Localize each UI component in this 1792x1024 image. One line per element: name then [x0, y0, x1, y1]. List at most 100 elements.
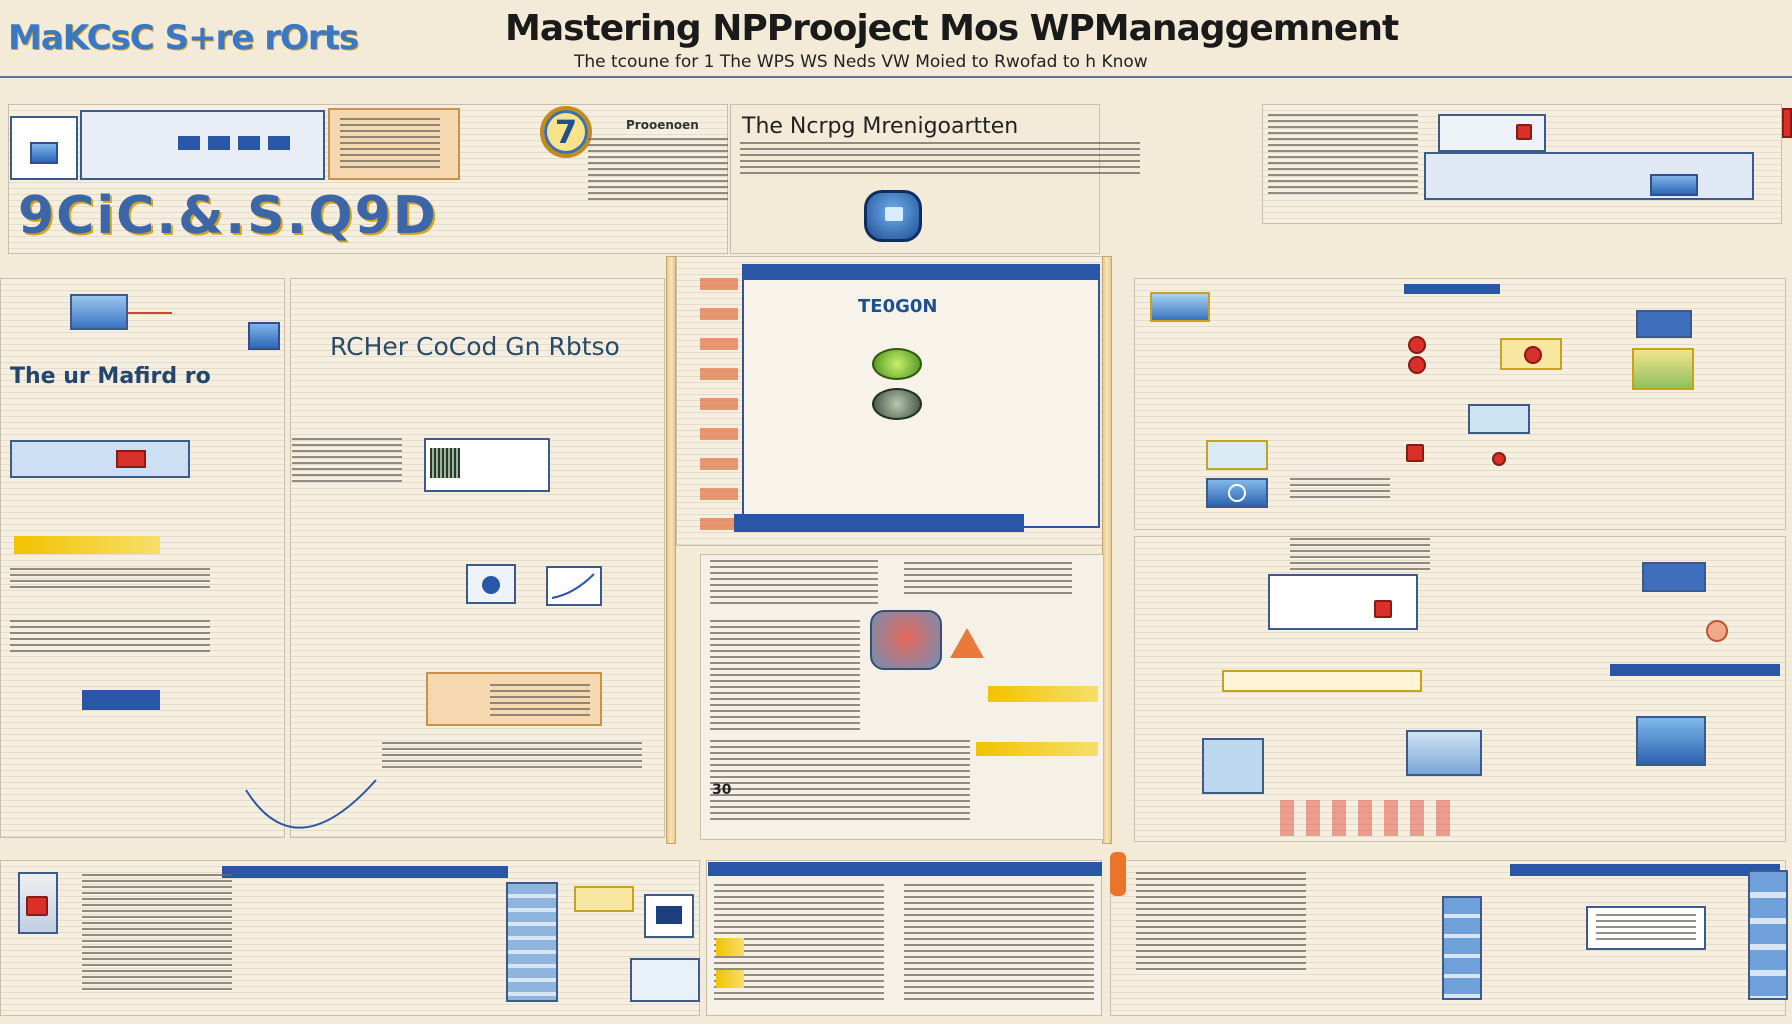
right-blue-card[interactable] — [1642, 562, 1706, 592]
top-small-text-lines — [588, 138, 728, 204]
device-red-screen-icon — [26, 896, 48, 916]
right-flow-node-1[interactable] — [1408, 336, 1426, 354]
right-flow-node-5[interactable] — [1706, 620, 1728, 642]
right-card-1[interactable] — [1268, 574, 1418, 630]
center-text-block-1 — [710, 560, 878, 604]
top-center-text-lines — [740, 142, 1140, 174]
top-right-card[interactable] — [1424, 152, 1754, 200]
alert-dot-icon — [1516, 124, 1532, 140]
toolbar-button-4[interactable] — [268, 136, 290, 150]
green-disc-icon[interactable] — [872, 348, 922, 380]
page-title: Mastering NPProoject Mos WPManaggemnent — [505, 8, 1399, 49]
number-badge-label: 7 — [554, 113, 578, 151]
right-flow-node-3[interactable] — [1406, 444, 1424, 462]
bottom-right-text-block — [1136, 872, 1306, 972]
window-icon — [1650, 174, 1698, 196]
left-orange-note — [426, 672, 602, 726]
right-screen-3[interactable] — [1636, 716, 1706, 766]
toolbar-button-1[interactable] — [178, 136, 200, 150]
node-icon — [482, 576, 500, 594]
page-subtitle: The tcoune for 1 The WPS WS Neds VW Moie… — [574, 52, 1148, 72]
preview-grid — [430, 448, 460, 478]
right-top-tab[interactable] — [1404, 284, 1500, 294]
bottom-center-yellow-1 — [716, 938, 744, 956]
corner-marker-icon — [1782, 108, 1792, 138]
right-flow-node-4[interactable] — [1492, 452, 1506, 466]
center-divider — [1102, 256, 1112, 844]
right-thumbnail-2[interactable] — [1500, 338, 1562, 370]
bottom-center-header-bar — [708, 862, 1102, 876]
center-screen-titlebar — [744, 266, 1098, 280]
center-text-block-3 — [710, 620, 860, 730]
left-wide-text-lines — [382, 742, 642, 770]
top-center-heading: The Ncrpg Mrenigoartten — [742, 114, 1019, 139]
right-thumbnail-1[interactable] — [1150, 292, 1210, 322]
right-mini-window-1[interactable] — [1468, 404, 1530, 434]
bottom-right-edge-panel[interactable] — [1748, 870, 1788, 1000]
toolbar-button-2[interactable] — [208, 136, 230, 150]
top-left-big-text: 9CiC.&.S.Q9D — [18, 186, 438, 246]
left-alert-icon — [116, 450, 146, 468]
right-screen-2[interactable] — [1406, 730, 1482, 776]
right-thumbnail-4[interactable] — [1632, 348, 1694, 390]
left-text-block-3 — [10, 620, 210, 656]
left-divider — [666, 256, 676, 844]
bottom-left-screen[interactable] — [644, 894, 694, 938]
bottom-left-server[interactable] — [506, 882, 558, 1002]
center-machine-illustration[interactable] — [870, 610, 942, 670]
right-blue-strip-1 — [1610, 664, 1780, 676]
dark-disc-icon[interactable] — [872, 388, 922, 420]
bottom-center-yellow-2 — [716, 970, 744, 988]
center-bottom-number: 30 — [712, 782, 732, 798]
center-screen-heading: TE0G0N — [858, 296, 938, 317]
bottom-right-orange-tab[interactable] — [1110, 852, 1126, 896]
right-mini-window-2[interactable] — [1206, 440, 1268, 470]
left-text-block-2 — [10, 568, 210, 592]
app-icon[interactable] — [864, 190, 922, 242]
left-thumbnail[interactable] — [70, 294, 128, 330]
left-blue-label[interactable] — [82, 690, 160, 710]
bottom-left-text-block — [82, 874, 232, 994]
toolbar-button-3[interactable] — [238, 136, 260, 150]
center-screen[interactable]: TE0G0N — [742, 264, 1100, 528]
right-text-block-2 — [1290, 538, 1430, 574]
bottom-left-window[interactable] — [630, 958, 700, 1002]
globe-icon — [1228, 484, 1246, 502]
right-red-dot-icon — [1524, 346, 1542, 364]
top-right-text-lines — [1268, 114, 1418, 194]
center-text-block-2 — [904, 562, 1072, 596]
monitor-icon — [30, 142, 58, 164]
right-flow-node-2[interactable] — [1408, 356, 1426, 374]
center-yellow-row-2 — [976, 742, 1098, 756]
center-blue-band — [734, 514, 1024, 532]
right-screen-1[interactable] — [1202, 738, 1264, 794]
left-red-connector — [128, 312, 172, 314]
header: MaKCsC S+re rOrts Mastering NPProoject M… — [0, 0, 1792, 78]
number-badge[interactable]: 7 — [540, 106, 592, 158]
left-mid-heading: The ur Mafird ro — [10, 364, 211, 389]
bottom-right-note[interactable] — [1586, 906, 1706, 950]
top-left-note — [328, 108, 460, 180]
left-diagram-node-2[interactable] — [546, 566, 602, 606]
left-text-block-1 — [292, 438, 402, 484]
right-tile-grid — [1280, 800, 1450, 836]
right-thumbnail-3[interactable] — [1636, 310, 1692, 338]
left-mid-panel — [0, 278, 285, 838]
left-side-icon[interactable] — [248, 322, 280, 350]
app-icon-screen — [885, 207, 903, 221]
right-label-strip[interactable] — [1222, 670, 1422, 692]
center-yellow-row-1 — [988, 686, 1098, 702]
top-right-window[interactable] — [1438, 114, 1546, 152]
logo-text[interactable]: MaKCsC S+re rOrts — [8, 18, 359, 58]
note-text-lines — [340, 118, 440, 172]
bottom-right-grid-tower[interactable] — [1442, 896, 1482, 1000]
orange-note-lines — [490, 684, 590, 716]
right-globe-window[interactable] — [1206, 478, 1268, 508]
left-screen-panel[interactable] — [10, 440, 190, 478]
top-left-card[interactable] — [10, 116, 78, 180]
left-preview-window[interactable] — [424, 438, 550, 492]
left-diagram-node-1[interactable] — [466, 564, 516, 604]
toolbar-strip[interactable] — [80, 110, 325, 180]
bottom-left-device[interactable] — [18, 872, 58, 934]
bottom-left-card[interactable] — [574, 886, 634, 912]
